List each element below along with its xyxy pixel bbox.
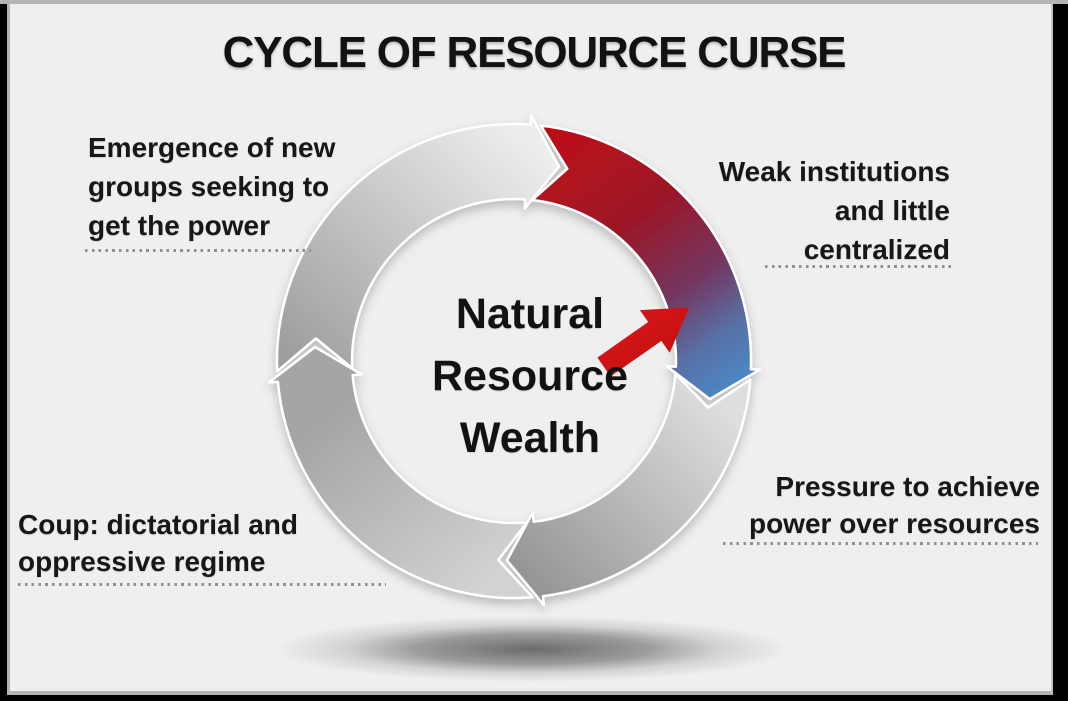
label-emergence-of-new-groups: Emergence of new groups seeking to get t…	[88, 128, 335, 245]
ring-segment-coup-regime	[267, 345, 534, 600]
label-line: power over resources	[748, 508, 1040, 539]
label-weak-institutions: Weak institutions and little centralized	[719, 152, 950, 269]
ring-segment-emergence-groups	[275, 114, 561, 373]
label-line: get the power	[88, 210, 271, 241]
ring-segment-pressure-power	[505, 372, 752, 607]
label-line: oppressive regime	[18, 546, 266, 577]
dotted-underline-top-right	[765, 265, 952, 268]
frame-top-strip	[0, 0, 1068, 4]
ground-shadow	[274, 616, 790, 682]
cycle-ring	[267, 114, 762, 607]
dotted-underline-bottom-left	[18, 583, 386, 586]
label-line: Pressure to achieve	[775, 471, 1040, 502]
label-line: Weak institutions	[718, 156, 950, 187]
dotted-underline-bottom-right	[723, 542, 1038, 545]
label-line: groups seeking to	[88, 171, 330, 202]
label-line: Emergence of new	[88, 132, 336, 163]
label-line: and little	[834, 195, 950, 226]
center-arrow-icon	[597, 307, 690, 377]
label-line: Coup: dictatorial and	[18, 509, 298, 540]
slide-title: CYCLE OF RESOURCE CURSE	[222, 28, 847, 77]
label-line: centralized	[803, 234, 950, 265]
dotted-underline-top-left	[85, 249, 311, 252]
label-coup-dictatorial-regime: Coup: dictatorial and oppressive regime	[18, 506, 298, 580]
center-label: Natural Resource Wealth	[330, 283, 730, 469]
ring-segment-weak-institutions	[531, 124, 762, 401]
center-label-line: Wealth	[459, 414, 601, 462]
label-pressure-to-achieve-power: Pressure to achieve power over resources	[749, 468, 1040, 542]
center-label-line: Natural	[455, 290, 605, 338]
center-label-line: Resource	[432, 352, 628, 400]
